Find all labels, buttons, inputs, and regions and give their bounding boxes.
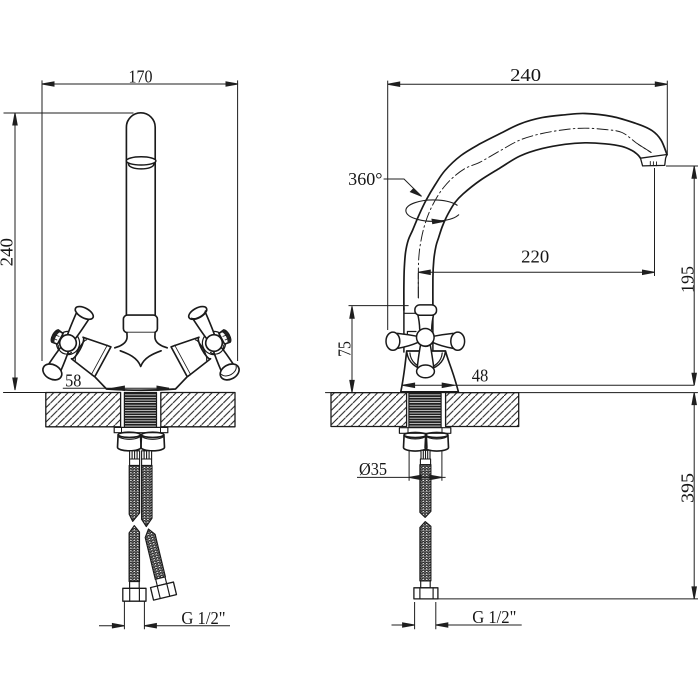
svg-text:360°: 360° <box>348 169 382 189</box>
svg-text:240: 240 <box>510 65 541 85</box>
svg-text:Ø35: Ø35 <box>359 459 387 479</box>
svg-text:240: 240 <box>0 238 17 266</box>
svg-text:220: 220 <box>521 246 549 266</box>
svg-text:75: 75 <box>334 341 354 357</box>
svg-text:48: 48 <box>472 366 489 386</box>
svg-text:58: 58 <box>65 371 81 391</box>
svg-text:G 1/2": G 1/2" <box>181 608 225 628</box>
svg-text:170: 170 <box>129 67 153 87</box>
svg-text:G 1/2": G 1/2" <box>472 607 516 627</box>
svg-text:395: 395 <box>677 473 697 503</box>
svg-text:195: 195 <box>677 266 697 293</box>
